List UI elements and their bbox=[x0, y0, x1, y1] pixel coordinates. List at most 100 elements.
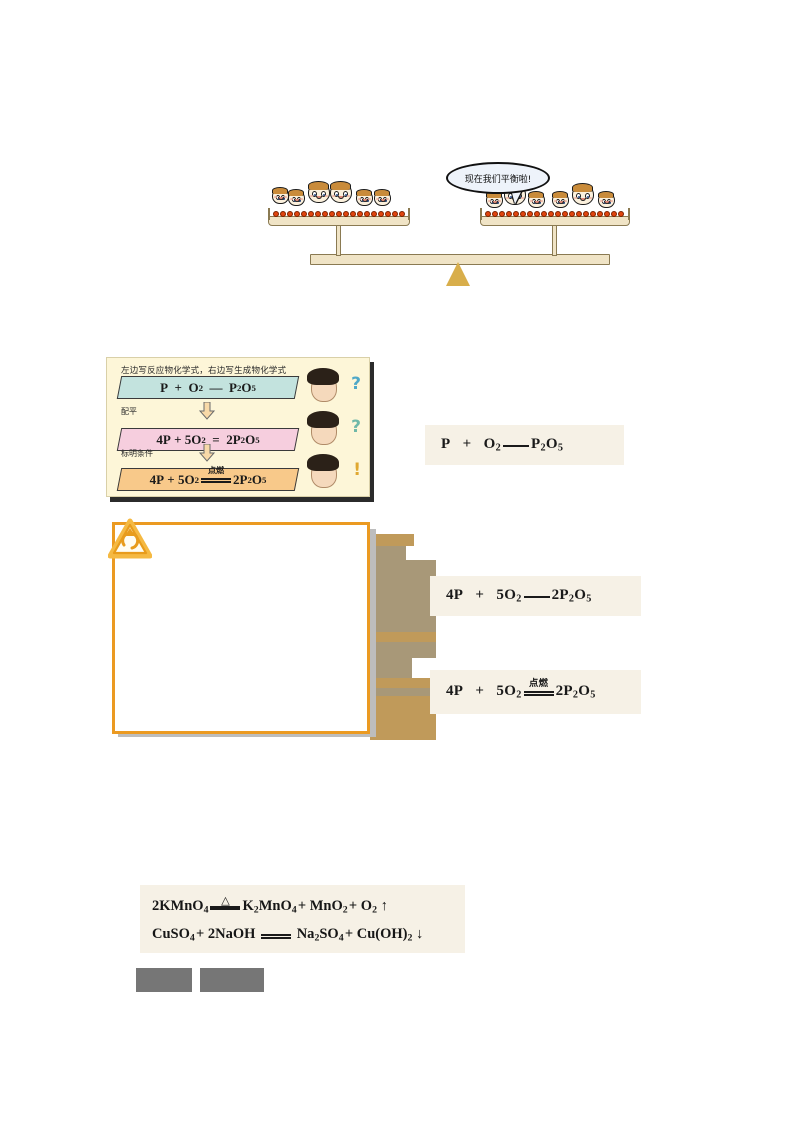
berry bbox=[300, 211, 307, 217]
berry bbox=[617, 211, 624, 217]
rotate-warning-icon[interactable] bbox=[108, 518, 152, 560]
slide-step-label-1: 配平 bbox=[121, 407, 137, 416]
speech-bubble: 现在我们平衡啦! bbox=[446, 162, 550, 194]
left-face-3 bbox=[308, 181, 330, 203]
connector-block-7 bbox=[370, 658, 412, 678]
connector-block-8 bbox=[370, 678, 436, 688]
speech-bubble-text: 现在我们平衡啦! bbox=[464, 174, 532, 185]
berry bbox=[505, 211, 512, 217]
berry bbox=[519, 211, 526, 217]
berry bbox=[314, 211, 321, 217]
left-pan-edge-b bbox=[408, 208, 410, 220]
down-arrow-icon-1 bbox=[199, 402, 215, 420]
connector-block-2 bbox=[370, 546, 406, 560]
berry bbox=[554, 211, 561, 217]
right-balance-pan bbox=[480, 216, 630, 226]
left-face-1 bbox=[272, 187, 289, 204]
berry bbox=[596, 211, 603, 217]
berry bbox=[491, 211, 498, 217]
berry bbox=[307, 211, 314, 217]
berry bbox=[349, 211, 356, 217]
connector-block-3 bbox=[370, 560, 436, 604]
orange-content-box[interactable] bbox=[112, 522, 370, 734]
berry bbox=[582, 211, 589, 217]
berry bbox=[533, 211, 540, 217]
ignition-equals-sign: 点燃 bbox=[199, 466, 233, 486]
berry bbox=[370, 211, 377, 217]
berry bbox=[498, 211, 505, 217]
student-1-hair bbox=[307, 368, 339, 385]
connector-block-10 bbox=[370, 696, 436, 740]
equation-3-equals: 点燃 bbox=[522, 678, 556, 699]
left-face-2 bbox=[288, 189, 305, 206]
bottom-equation-card: 2KMnO4△K2MnO4 + MnO2 + O2 ↑ CuSO4 + 2NaO… bbox=[140, 885, 465, 953]
left-face-4 bbox=[330, 181, 352, 203]
down-arrow-icon-2 bbox=[199, 444, 215, 462]
bottom-equation-line-1: 2KMnO4△K2MnO4 + MnO2 + O2 ↑ bbox=[152, 894, 465, 922]
left-pan-edge-a bbox=[268, 208, 270, 220]
connector-block-1 bbox=[370, 534, 414, 546]
right-face-6 bbox=[598, 191, 615, 208]
berry bbox=[610, 211, 617, 217]
berry bbox=[363, 211, 370, 217]
right-face-5 bbox=[572, 183, 594, 205]
berry bbox=[512, 211, 519, 217]
berry bbox=[391, 211, 398, 217]
berry bbox=[342, 211, 349, 217]
right-face-1 bbox=[486, 191, 503, 208]
student-3-hair bbox=[307, 454, 339, 471]
reaction-line-2 bbox=[522, 588, 552, 603]
left-face-6 bbox=[374, 189, 391, 206]
connector-block-6 bbox=[370, 642, 436, 658]
right-pan-edge-b bbox=[628, 208, 630, 220]
connector-block-5 bbox=[370, 632, 436, 642]
left-face-5 bbox=[356, 189, 373, 206]
slide-step-label-2: 标明条件 bbox=[121, 449, 153, 458]
berry bbox=[293, 211, 300, 217]
berry bbox=[484, 211, 491, 217]
gray-chip-1[interactable] bbox=[136, 968, 192, 992]
fulcrum-triangle bbox=[446, 262, 470, 286]
student-illustrations: ? ? ! bbox=[303, 368, 369, 494]
berry bbox=[272, 211, 279, 217]
left-pan-berries bbox=[272, 206, 406, 217]
student-3: ! bbox=[303, 454, 367, 494]
right-pan-berries bbox=[484, 206, 626, 217]
equation-3-condition: 点燃 bbox=[528, 677, 549, 689]
connector-block-9 bbox=[370, 688, 436, 696]
berry bbox=[328, 211, 335, 217]
berry bbox=[603, 211, 610, 217]
heating-condition-symbol: △ bbox=[221, 893, 230, 907]
right-face-4 bbox=[552, 191, 569, 208]
berry bbox=[589, 211, 596, 217]
right-pan-edge-a bbox=[480, 208, 482, 220]
student-2-mark: ? bbox=[351, 417, 361, 437]
student-2-hair bbox=[307, 411, 339, 428]
balance-scene: 现在我们平衡啦! bbox=[260, 158, 690, 298]
right-face-3 bbox=[528, 191, 545, 208]
gray-chip-2[interactable] bbox=[200, 968, 264, 992]
berry bbox=[526, 211, 533, 217]
student-3-mark: ! bbox=[353, 460, 361, 480]
bottom-equation-line-2: CuSO4 + 2NaOH Na2SO4 + Cu(OH)2 ↓ bbox=[152, 926, 424, 944]
ignition-condition-label: 点燃 bbox=[207, 465, 225, 475]
berry bbox=[568, 211, 575, 217]
berry bbox=[335, 211, 342, 217]
berry bbox=[377, 211, 384, 217]
berry bbox=[540, 211, 547, 217]
berry bbox=[561, 211, 568, 217]
berry bbox=[384, 211, 391, 217]
berry bbox=[575, 211, 582, 217]
berry bbox=[321, 211, 328, 217]
